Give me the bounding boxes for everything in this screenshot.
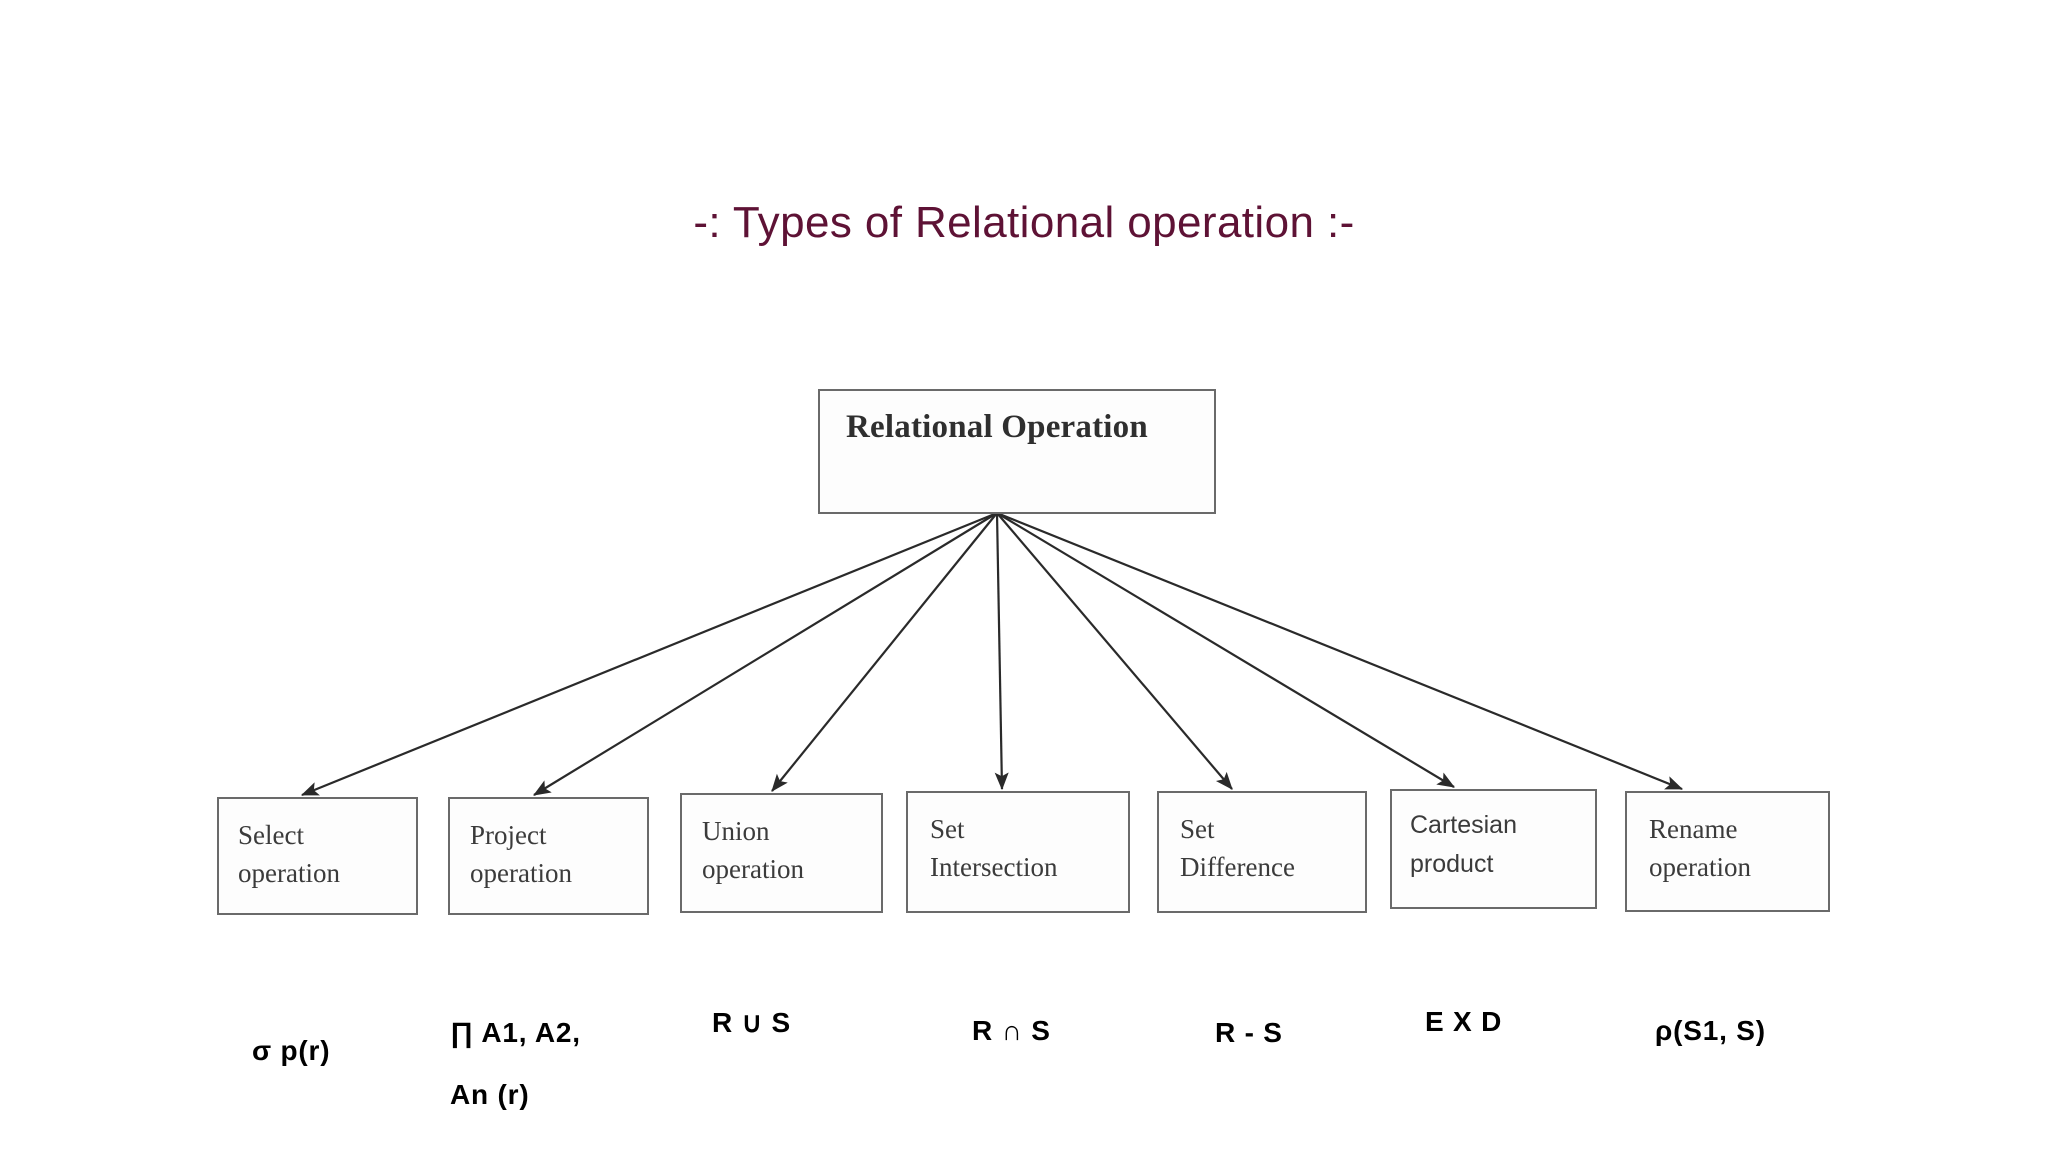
node-box-set-difference[interactable]: [1157, 791, 1367, 913]
connector-arrow-rename-operation: [996, 511, 1684, 791]
node-label-select-operation: Select operation: [238, 820, 340, 889]
node-label-cartesian-product: Cartesian product: [1410, 811, 1517, 878]
node-box-set-intersection[interactable]: [906, 791, 1130, 913]
formula-rename-operation: ρ(S1, S): [1655, 1015, 1766, 1046]
page-title: -: Types of Relational operation :-: [693, 198, 1355, 247]
node-label-union-operation: Union operation: [702, 816, 804, 885]
node-label-rename-operation: Rename operation: [1649, 814, 1751, 883]
formula-select-operation: σ p(r): [252, 1035, 331, 1066]
node-box-select-operation[interactable]: [217, 797, 418, 915]
formula-union-operation: R ∪ S: [712, 1007, 791, 1038]
connector-arrow-cartesian-product: [996, 512, 1455, 788]
node-label-project-operation: Project operation: [470, 820, 572, 889]
node-label-set-difference: Set Difference: [1180, 814, 1295, 883]
node-box-project-operation[interactable]: [448, 797, 649, 915]
node-label-relational-operation: Relational Operation: [846, 409, 1148, 445]
node-box-relational-operation[interactable]: [818, 389, 1216, 514]
formula-set-difference: R - S: [1215, 1017, 1283, 1048]
formula-cartesian-product: E X D: [1425, 1006, 1503, 1037]
connector-lines: [300, 511, 1684, 797]
node-box-union-operation[interactable]: [680, 793, 883, 913]
node-box-rename-operation[interactable]: [1625, 791, 1830, 912]
connector-arrow-union-operation: [771, 512, 998, 792]
connector-arrow-project-operation: [533, 512, 998, 796]
connector-arrow-select-operation: [300, 511, 998, 797]
connector-arrow-set-difference: [996, 512, 1233, 790]
node-label-set-intersection: Set Intersection: [930, 814, 1058, 883]
formula-set-intersection: R ∩ S: [972, 1015, 1051, 1046]
formula-project-operation: ∏ A1, A2, An (r): [450, 1017, 581, 1110]
connector-arrow-set-intersection: [994, 512, 1009, 791]
node-box-cartesian-product[interactable]: [1390, 789, 1597, 909]
